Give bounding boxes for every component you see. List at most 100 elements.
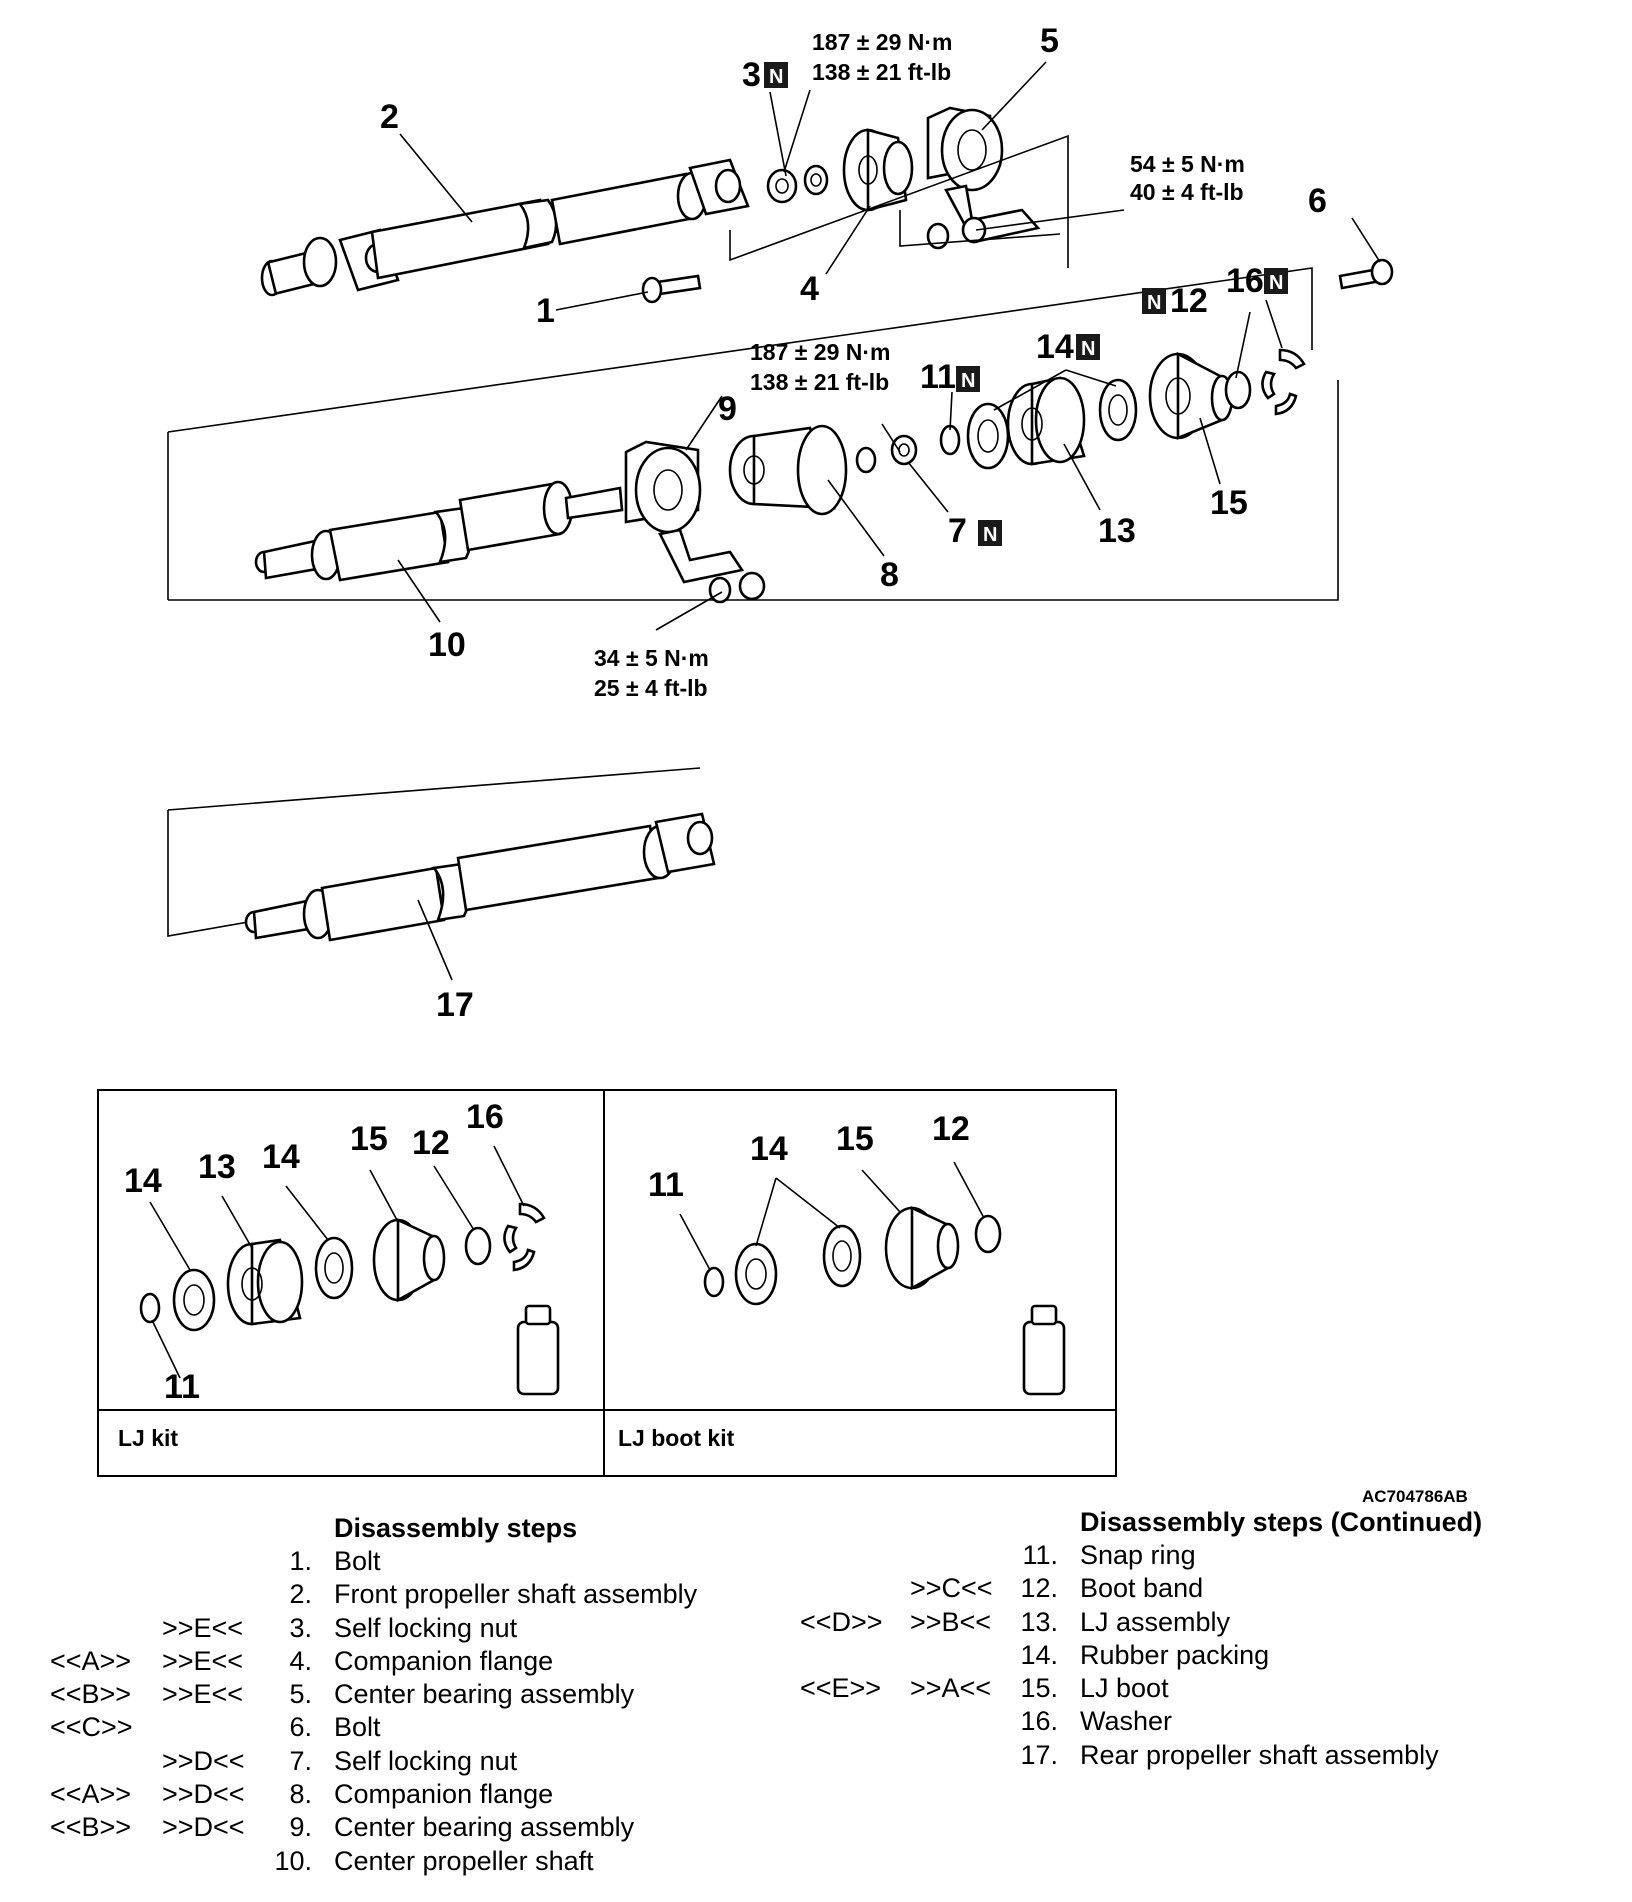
callout-12: 12 [1170, 282, 1208, 320]
lj-kit-label: LJ kit [118, 1425, 178, 1451]
step-row: <<A>>>>E<<4.Companion flange [50, 1645, 790, 1678]
new-part-tag-3: N [764, 62, 788, 88]
callout-13: 13 [1098, 512, 1136, 550]
callout-10: 10 [428, 626, 466, 664]
lj-kit-callout-16: 16 [466, 1098, 504, 1136]
step-pre: <<E>> [800, 1673, 882, 1704]
bearing-nut-washer-pair-9 [708, 571, 766, 604]
step-row: >>E<<3.Self locking nut [50, 1612, 790, 1645]
step-name: Self locking nut [334, 1745, 518, 1776]
callout-14: 14 [1036, 328, 1074, 366]
boot-band-12 [1224, 370, 1252, 410]
lj-kit-callout-14b: 14 [262, 1138, 300, 1176]
step-num: 5. [289, 1679, 312, 1710]
step-num: 7. [289, 1745, 312, 1776]
step-row: <<A>>>>D<<8.Companion flange [50, 1778, 790, 1811]
step-row: >>C<<12.Boot band [800, 1572, 1600, 1605]
lj-boot-kit-callout-14: 14 [750, 1130, 788, 1168]
callout-1: 1 [536, 292, 555, 330]
lj-kit-parts [139, 1202, 546, 1332]
grease-bottle-icon [516, 1304, 560, 1396]
step-pre: <<B>> [50, 1679, 132, 1710]
step-pre: <<A>> [50, 1645, 132, 1676]
lj-boot-kit-label: LJ boot kit [618, 1425, 735, 1451]
lj-boot-15 [1148, 351, 1234, 440]
svg-text:N: N [961, 370, 975, 392]
step-name: LJ boot [1080, 1673, 1169, 1704]
step-name: Self locking nut [334, 1612, 518, 1643]
step-post: >>E<< [162, 1612, 244, 1643]
step-num: 15. [1020, 1673, 1058, 1704]
torque-7-nm: 187 ± 29 N·m [750, 339, 890, 365]
step-pre: <<B>> [50, 1812, 132, 1843]
step-num: 6. [289, 1712, 312, 1743]
torque-5-nm: 54 ± 5 N·m [1130, 151, 1245, 177]
lj-kit-callout-12: 12 [412, 1124, 450, 1162]
step-name: Boot band [1080, 1573, 1204, 1604]
step-row: 2. Front propeller shaft assembly [50, 1578, 790, 1611]
step-num: 16. [1020, 1706, 1058, 1737]
step-post: >>E<< [162, 1645, 244, 1676]
center-bearing-assembly-9 [624, 440, 745, 584]
step-pre: <<C>> [50, 1712, 133, 1743]
callout-17: 17 [436, 986, 474, 1024]
step-pre: <<D>> [800, 1606, 883, 1637]
leader-lines [149, 61, 1381, 1379]
bolt-6 [1338, 258, 1394, 290]
lj-assembly-13 [1006, 376, 1086, 466]
new-part-tag-14: N [1076, 334, 1100, 360]
step-post: >>D<< [162, 1745, 245, 1776]
new-part-tag-16: N [1264, 268, 1288, 294]
step-post: >>B<< [910, 1606, 992, 1637]
torque-5-ftlb: 40 ± 4 ft-lb [1130, 179, 1244, 205]
step-name: Rubber packing [1080, 1639, 1270, 1670]
step-num: 11. [1022, 1540, 1058, 1570]
step-name: Center bearing assembly [334, 1812, 635, 1843]
new-part-tags: N N N N N N [764, 62, 1288, 546]
callout-8: 8 [880, 556, 899, 594]
grease-bottle-icon [1022, 1304, 1066, 1396]
step-row: >>D<< 7. Self locking nut [50, 1745, 790, 1778]
step-num: 2. [289, 1579, 312, 1610]
callout-labels: 1 2 3 4 5 6 7 8 9 10 11 12 13 14 15 16 1… [380, 22, 1327, 1024]
callout-4: 4 [800, 270, 819, 308]
step-row: 14.Rubber packing [800, 1639, 1600, 1672]
rear-propeller-shaft-assembly [244, 812, 716, 942]
step-row: 11.Snap ring [800, 1539, 1600, 1572]
step-name: Washer [1080, 1706, 1173, 1737]
step-num: 10. [274, 1845, 312, 1876]
self-locking-nut-3 [766, 164, 829, 204]
step-num: 17. [1020, 1739, 1058, 1770]
callout-7: 7 [948, 512, 967, 550]
step-name: Front propeller shaft assembly [334, 1579, 698, 1610]
callout-3: 3 [742, 56, 761, 94]
step-row: 16. Washer [800, 1705, 1600, 1738]
step-row: 1.Bolt [50, 1545, 790, 1578]
lj-boot-kit-callout-15: 15 [836, 1120, 874, 1158]
step-name: Rear propeller shaft assembly [1080, 1739, 1439, 1770]
disassembly-steps-title: Disassembly steps [334, 1513, 578, 1543]
step-post: >>E<< [162, 1679, 244, 1710]
self-locking-nut-7 [855, 434, 918, 474]
lj-kit-callout-11: 11 [164, 1368, 200, 1406]
kit-callout-labels: 14 13 14 15 12 16 11 11 14 15 12 [124, 1098, 970, 1406]
step-name: Center propeller shaft [334, 1845, 594, 1876]
figure-id: AC704786AB [1362, 1487, 1468, 1506]
callout-9: 9 [718, 390, 737, 428]
torque-9-ftlb: 25 ± 4 ft-lb [594, 675, 708, 701]
svg-text:N: N [1081, 338, 1095, 360]
new-part-tag-7: N [978, 520, 1002, 546]
torque-7-ftlb: 138 ± 21 ft-lb [750, 369, 889, 395]
disassembly-steps-continued-title: Disassembly steps (Continued) [1080, 1507, 1483, 1537]
svg-text:N: N [1269, 272, 1283, 294]
snap-ring-11 [939, 424, 961, 456]
callout-11: 11 [920, 358, 956, 396]
callout-16: 16 [1226, 262, 1264, 300]
center-bearing-assembly-5 [926, 106, 1041, 244]
step-num: 13. [1020, 1606, 1058, 1637]
torque-9-nm: 34 ± 5 N·m [594, 645, 709, 671]
step-name: LJ assembly [1080, 1606, 1231, 1637]
step-name: Center bearing assembly [334, 1679, 635, 1710]
new-part-tag-11: N [956, 366, 980, 392]
front-propeller-shaft-assembly [260, 158, 750, 297]
